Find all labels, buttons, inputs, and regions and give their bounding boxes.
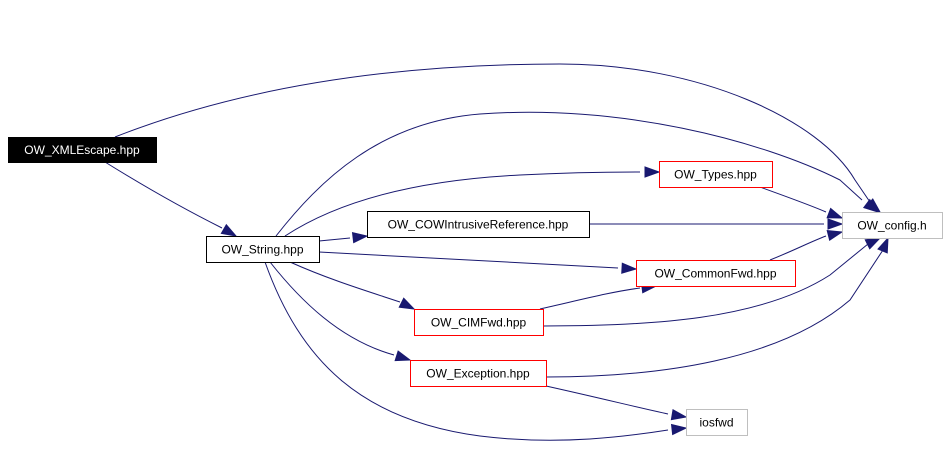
- edge-line: [264, 261, 669, 441]
- edge-arrowhead-cowref-to-config: [827, 218, 844, 230]
- edge-arrowhead-exception-to-iosfwd: [670, 408, 688, 421]
- edge-string-to-cimfwd: [289, 261, 416, 310]
- edge-arrowhead-types-to-config: [826, 207, 844, 219]
- node-label: OW_CIMFwd.hpp: [431, 316, 527, 330]
- node-cowref[interactable]: OW_COWIntrusiveReference.hpp: [367, 211, 590, 238]
- edge-string-to-config: [275, 111, 880, 237]
- node-box: [842, 212, 943, 239]
- edge-string-to-types: [284, 166, 661, 237]
- node-label: iosfwd: [699, 416, 733, 430]
- node-box: [410, 360, 547, 387]
- node-label: OW_String.hpp: [221, 243, 303, 257]
- edge-line: [114, 63, 873, 206]
- edge-arrowhead-string-to-config: [862, 198, 880, 213]
- node-box: [367, 211, 590, 238]
- edge-types-to-config: [759, 186, 844, 219]
- edge-arrowhead-string-to-cimfwd: [398, 297, 416, 310]
- node-string[interactable]: OW_String.hpp: [206, 236, 320, 263]
- edge-xmlescape-to-string: [104, 161, 238, 237]
- edge-exception-to-iosfwd: [545, 385, 688, 421]
- edge-line: [289, 261, 401, 303]
- node-label: OW_XMLEscape.hpp: [24, 143, 140, 157]
- edge-string-to-iosfwd: [264, 261, 688, 441]
- edge-line: [284, 171, 641, 237]
- edge-arrowhead-cimfwd-to-config: [864, 237, 882, 250]
- edge-line: [269, 261, 395, 356]
- node-xmlescape[interactable]: OW_XMLEscape.hpp: [8, 137, 157, 163]
- node-box: [8, 137, 157, 163]
- node-box: [414, 309, 544, 336]
- edge-line: [275, 111, 863, 237]
- edge-commonfwd-to-config: [769, 229, 844, 261]
- node-label: OW_Exception.hpp: [426, 367, 530, 381]
- node-label: OW_Types.hpp: [674, 168, 757, 182]
- edge-line: [318, 237, 351, 242]
- edge-line: [545, 249, 884, 378]
- edge-line: [542, 243, 869, 327]
- edge-arrowhead-string-to-iosfwd: [670, 423, 688, 436]
- node-box: [206, 236, 320, 263]
- edge-arrowhead-string-to-cowref: [351, 232, 369, 244]
- node-label: OW_CommonFwd.hpp: [654, 267, 776, 281]
- node-config: OW_config.h: [842, 212, 943, 239]
- node-iosfwd: iosfwd: [686, 409, 748, 436]
- node-label: OW_COWIntrusiveReference.hpp: [388, 218, 569, 232]
- edge-arrowhead-xmlescape-to-string: [220, 223, 238, 237]
- edge-arrowhead-string-to-types: [644, 166, 661, 178]
- edge-string-to-commonfwd: [318, 251, 638, 274]
- edge-string-to-exception: [269, 261, 412, 362]
- node-commonfwd[interactable]: OW_CommonFwd.hpp: [636, 260, 796, 287]
- node-box: [686, 409, 748, 436]
- node-box: [659, 161, 773, 188]
- node-box: [636, 260, 796, 287]
- edge-line: [545, 385, 669, 415]
- edge-line: [759, 186, 827, 213]
- node-cimfwd[interactable]: OW_CIMFwd.hpp: [414, 309, 544, 336]
- edge-string-to-cowref: [318, 232, 369, 244]
- edge-arrowhead-string-to-exception: [394, 350, 412, 362]
- edge-arrowhead-exception-to-config: [877, 236, 889, 254]
- edge-line: [539, 287, 641, 310]
- edge-line: [769, 235, 827, 261]
- edge-exception-to-config: [545, 236, 889, 378]
- node-types[interactable]: OW_Types.hpp: [659, 161, 773, 188]
- node-label: OW_config.h: [857, 219, 926, 233]
- edge-arrowhead-string-to-commonfwd: [621, 262, 638, 274]
- node-exception[interactable]: OW_Exception.hpp: [410, 360, 547, 387]
- edge-line: [104, 161, 223, 229]
- edge-xmlescape-to-config: [114, 63, 882, 213]
- edge-line: [318, 251, 619, 269]
- edge-cowref-to-config: [589, 218, 844, 230]
- edge-arrowhead-commonfwd-to-config: [826, 229, 844, 242]
